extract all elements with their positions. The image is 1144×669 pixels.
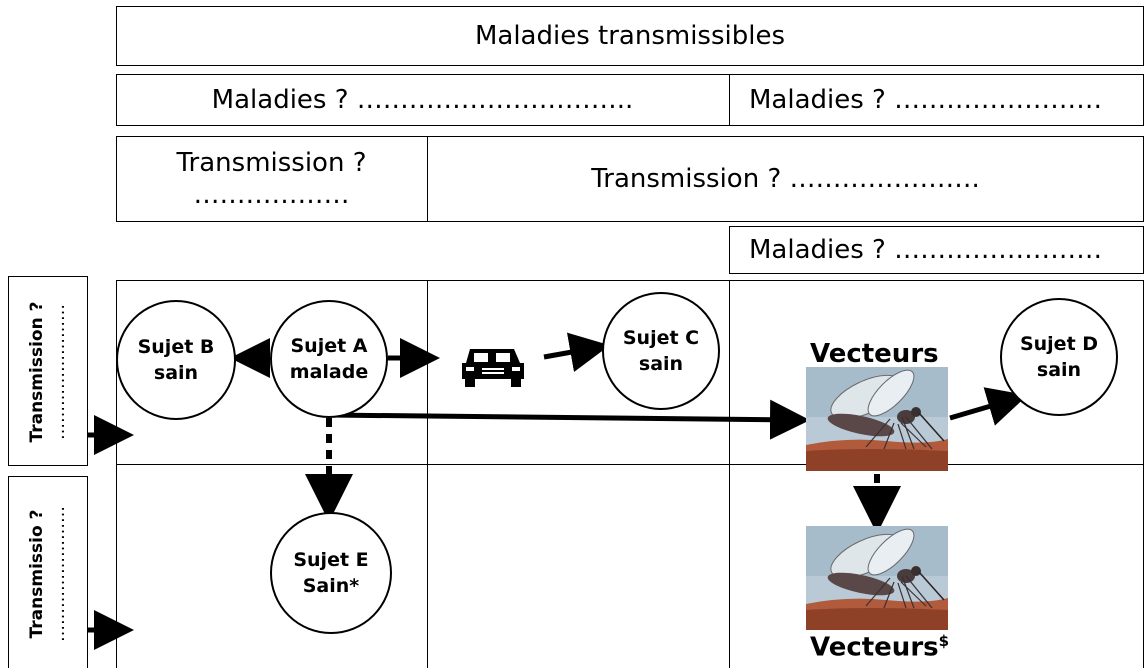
mosquito-image-bottom (806, 526, 948, 630)
transmission-divider (427, 136, 428, 222)
side-label-bottom (8, 476, 88, 668)
subject-a-line1: Sujet A (290, 335, 368, 357)
subject-b-line2: sain (153, 362, 199, 384)
maladies-left-text: Maladies ? ………………………….. (211, 85, 634, 115)
maladies-row (116, 74, 1144, 126)
subject-e-line1: Sujet E (293, 549, 369, 571)
maladies-divider (729, 74, 730, 126)
vecteurs-label-top: Vecteurs (810, 339, 939, 369)
transmission-left-line1: Transmission ? (176, 148, 367, 178)
maladies-right-text: Maladies ? …………………… (749, 85, 1103, 115)
subject-b-line1: Sujet B (137, 336, 215, 358)
title-box: Maladies transmissibles (116, 6, 1144, 66)
grid-vline-1 (427, 280, 428, 668)
arrow-car-to-c (543, 332, 610, 372)
subject-a: Sujet A malade (270, 300, 388, 418)
transmission-right-text: Transmission ? …………………. (591, 164, 980, 194)
subject-c-line2: sain (638, 353, 684, 375)
car-icon (462, 349, 524, 387)
vecteurs-label-bottom: Vecteurs$ (810, 632, 949, 663)
subject-c: Sujet C sain (602, 292, 720, 410)
subject-d-line2: sain (1036, 359, 1082, 381)
subject-d-line1: Sujet D (1019, 333, 1099, 355)
arrow-a-to-vecteur (328, 399, 810, 440)
subject-a-line2: malade (289, 361, 369, 383)
transmission-left-text: Transmission ? ……………… (116, 136, 427, 222)
grid-vline-2 (729, 280, 730, 668)
grid-hline (116, 464, 1144, 465)
arrow-vecteur-to-d (949, 387, 1028, 426)
subject-d: Sujet D sain (1000, 298, 1118, 416)
subject-c-line1: Sujet C (622, 327, 700, 349)
maladies-vecteurs-box (729, 226, 1144, 274)
vecteurs-bottom-sup: $ (938, 632, 950, 650)
side-label-top (8, 276, 88, 466)
transmission-left-line2: ……………… (193, 180, 350, 210)
title-text: Maladies transmissibles (474, 21, 786, 51)
maladies-vecteurs-text: Maladies ? …………………… (749, 235, 1103, 265)
subject-e-line2: Sain* (302, 575, 360, 597)
mosquito-image-top (806, 367, 948, 471)
transmission-row (116, 136, 1144, 222)
subject-b: Sujet B sain (116, 300, 236, 420)
vecteurs-bottom-text: Vecteurs (810, 632, 939, 663)
subject-e: Sujet E Sain* (270, 512, 392, 634)
